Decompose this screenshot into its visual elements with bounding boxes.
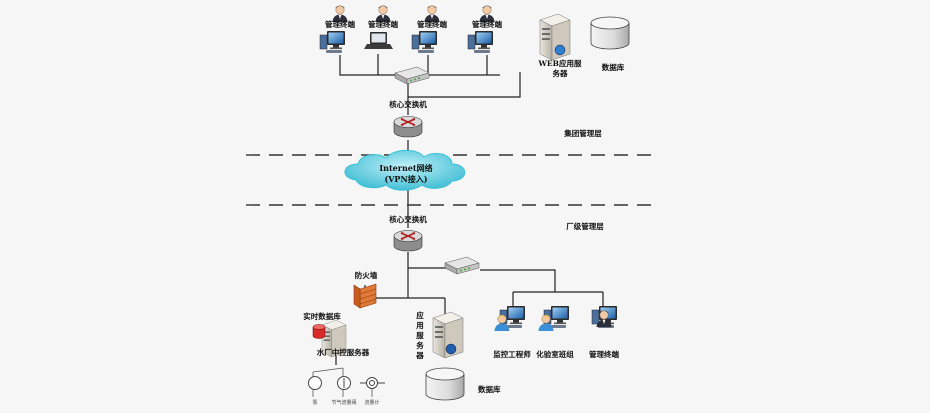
application-server: 应 用 服 务 器 — [415, 310, 464, 360]
mgmt-terminal-1: 管理终端 — [319, 5, 355, 54]
role-label: 管理终端 — [589, 349, 619, 359]
role-label: 监控工程师 — [493, 349, 531, 359]
desktop-computer-icon — [467, 30, 494, 54]
top-database-label: 数据库 — [602, 62, 625, 72]
desktop-computer-icon — [411, 30, 438, 54]
device-label-flowmeter: 流量计 — [364, 399, 379, 406]
firewall-icon — [353, 283, 377, 309]
bottom-database: 数据库 — [425, 367, 501, 401]
flowmeter-icon — [360, 377, 385, 389]
top-core-switch-label: 核心交换机 — [389, 99, 427, 109]
red-database-icon — [312, 324, 326, 339]
field-devices: 泵 节气流量阀 流量计 — [308, 367, 385, 406]
web-server-label-line2: 务器 — [553, 68, 568, 78]
bottom-hub-icon — [444, 256, 480, 275]
plant-layer-label: 厂级管理层 — [566, 221, 604, 231]
globe-icon — [554, 44, 566, 56]
app-server-label-char: 器 — [415, 351, 424, 360]
mgmt-terminal-label: 管理终端 — [325, 19, 355, 29]
group-layer-label: 集团管理层 — [563, 128, 602, 138]
app-server-label-char: 务 — [416, 340, 424, 350]
bottom-core-switch-label: 核心交换机 — [389, 214, 427, 224]
plant-control-server: 水厂中控服务器 — [317, 319, 370, 358]
realtime-database: 实时数据库 — [303, 311, 341, 339]
internet-label-line2: (VPN接入) — [384, 174, 427, 184]
top-bus-line — [339, 55, 500, 76]
mgmt-terminal-label: 管理终端 — [417, 19, 447, 29]
layer-separators — [246, 154, 660, 206]
router-icon — [393, 229, 423, 252]
throttle-valve-icon — [337, 376, 351, 390]
role-mgmt-terminal: 管理终端 — [589, 305, 619, 359]
app-server-label-char: 服 — [416, 331, 424, 340]
app-server-label-char: 应 — [416, 310, 424, 320]
bottom-database-label: 数据库 — [478, 384, 501, 394]
mgmt-terminal-label: 管理终端 — [472, 19, 502, 29]
firewall-label: 防火墙 — [355, 270, 378, 280]
pump-icon — [308, 376, 322, 390]
mgmt-terminal-3: 管理终端 — [411, 5, 447, 54]
router-icon — [393, 115, 423, 138]
cloud-shape — [344, 149, 466, 191]
server-icon — [539, 13, 571, 61]
desktop-computer-icon — [319, 30, 346, 54]
top-database: 数据库 — [590, 16, 630, 72]
web-server: WEB应用服 务器 — [538, 13, 582, 78]
firewall: 防火墙 — [353, 270, 378, 309]
mgmt-terminal-label: 管理终端 — [368, 19, 398, 29]
app-server-label-char: 用 — [416, 321, 424, 330]
mgmt-terminal-2: 管理终端 — [364, 5, 398, 49]
database-icon — [590, 16, 630, 50]
web-server-label-line1: WEB应用服 — [538, 58, 582, 68]
user-badge-icon — [445, 343, 457, 355]
internet-label-line1: Internet网络 — [379, 163, 432, 173]
database-icon — [425, 367, 465, 401]
plant-server-label: 水厂中控服务器 — [317, 347, 370, 357]
internet-cloud: Internet网络 (VPN接入) — [344, 149, 466, 191]
laptop-icon — [364, 32, 393, 49]
realtime-db-label: 实时数据库 — [303, 311, 341, 321]
bottom-core-switch: 核心交换机 — [389, 214, 427, 252]
top-hub-icon — [394, 66, 430, 85]
web-server-link — [408, 72, 521, 98]
role-monitor-engineer: 监控工程师 — [493, 305, 531, 359]
connection-lines — [335, 54, 604, 365]
top-core-switch: 核心交换机 — [389, 99, 427, 138]
mgmt-terminal-4: 管理终端 — [467, 5, 502, 54]
device-label-valve: 节气流量阀 — [331, 399, 356, 406]
role-label: 化验室班组 — [536, 349, 574, 359]
role-lab-team: 化验室班组 — [536, 305, 574, 359]
device-label-pump: 泵 — [312, 400, 317, 406]
